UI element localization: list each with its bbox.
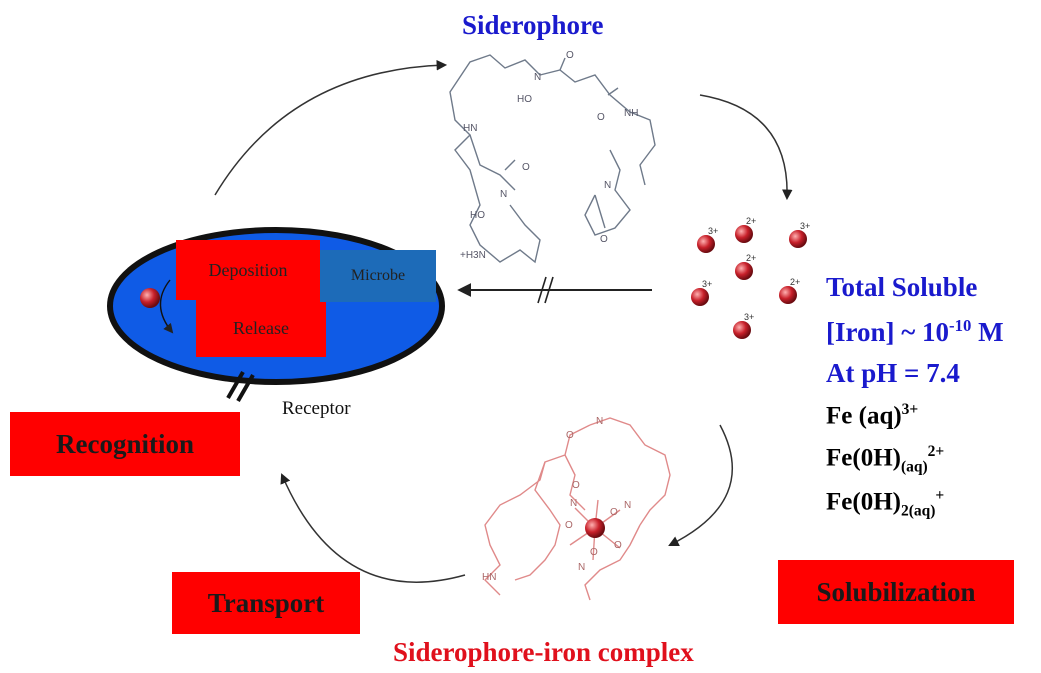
cell-cycle-arrow [159, 279, 174, 334]
cycle-arrow-top-right [699, 94, 793, 201]
iron-ion [735, 262, 753, 280]
recognition-text: Recognition [56, 428, 194, 459]
atom-label: O [600, 234, 608, 245]
atom-label: HO [517, 94, 532, 105]
species-3-charge: + [935, 487, 945, 504]
atom-label: O [566, 50, 574, 61]
info-species-1: Fe (aq)3+ [826, 401, 919, 430]
iron-ion [779, 286, 797, 304]
species-2-sub: (aq) [900, 458, 928, 476]
species-1-base: Fe (aq) [826, 402, 902, 430]
atom-label: HN [482, 572, 496, 583]
info-ph: At pH = 7.4 [826, 358, 960, 388]
cycle-arrow-bottom-left [280, 473, 466, 583]
microbe-label: Microbe [350, 267, 406, 284]
complex-atom-labels: N O N O O N O O HN N O [482, 416, 631, 583]
iron-conc-exponent: -10 [949, 316, 972, 335]
atom-label: O [610, 507, 618, 518]
species-1-charge: 3+ [901, 401, 919, 418]
atom-label: O [590, 547, 598, 558]
cycle-arrow-top-left [214, 60, 448, 196]
receptor-mark-1 [226, 371, 245, 399]
iron-conc-suffix: M [971, 317, 1004, 347]
atom-label: O [572, 480, 580, 491]
complex-title: Siderophore-iron complex [393, 637, 694, 667]
iron-charge-labels: 3+ 2+ 3+ 2+ 3+ 2+ 3+ [702, 216, 810, 322]
charge-label: 2+ [790, 277, 800, 287]
receptor-label: Receptor [282, 398, 351, 419]
microbe-box: Microbe [320, 250, 436, 302]
species-2-base: Fe(0H) [826, 444, 901, 472]
species-3-sub: 2(aq) [900, 502, 936, 520]
charge-label: 2+ [746, 253, 756, 263]
info-iron-concentration: [Iron] ~ 10-10 M [826, 316, 1004, 347]
atom-label: O [566, 430, 574, 441]
block-mark-1 [537, 276, 547, 304]
iron-ions [691, 225, 807, 339]
release-box: Release [196, 300, 326, 357]
charge-label: 3+ [702, 279, 712, 289]
iron-ion [735, 225, 753, 243]
transport-text: Transport [207, 587, 325, 618]
iron-ion [691, 288, 709, 306]
deposition-label: Deposition [208, 259, 288, 280]
iron-ion [789, 230, 807, 248]
atom-label: O [565, 520, 573, 531]
atom-label: NH [624, 108, 638, 119]
charge-label: 2+ [746, 216, 756, 226]
atom-label: N [578, 562, 585, 573]
atom-label: O [522, 162, 530, 173]
atom-label: N [500, 189, 507, 200]
solubilization-label: Solubilization [778, 560, 1014, 624]
deposition-box: Deposition [176, 240, 320, 300]
species-2-charge: 2+ [927, 443, 945, 460]
info-species-2: Fe(0H)(aq)2+ [826, 444, 944, 475]
solubilization-text: Solubilization [816, 576, 976, 607]
siderophore-atom-labels: N HO O HN O NH O N HO +H3N N O [460, 50, 638, 261]
species-3-base: Fe(0H) [826, 488, 901, 516]
atom-label: N [534, 72, 541, 83]
charge-label: 3+ [800, 221, 810, 231]
iron-conc-prefix: [Iron] ~ 10 [826, 317, 950, 347]
atom-label: HN [463, 123, 477, 134]
receptor-mark-2 [236, 374, 255, 402]
atom-label: O [597, 112, 605, 123]
cell-iron-ion [140, 288, 160, 308]
atom-label: N [570, 498, 577, 509]
release-label: Release [233, 318, 289, 338]
info-total-soluble: Total Soluble [826, 272, 978, 302]
iron-ion [697, 235, 715, 253]
siderophore-title: Siderophore [462, 10, 604, 40]
siderophore-molecule [449, 54, 656, 264]
complex-iron-ion [585, 518, 605, 538]
iron-ion [733, 321, 751, 339]
recognition-label: Recognition [10, 412, 240, 476]
atom-label: N [624, 500, 631, 511]
atom-label: +H3N [460, 250, 486, 261]
transport-label: Transport [172, 572, 360, 634]
block-mark-2 [544, 276, 554, 304]
atom-label: HO [470, 210, 485, 221]
cycle-arrow-bottom-right [668, 424, 734, 546]
charge-label: 3+ [744, 312, 754, 322]
atom-label: N [596, 416, 603, 427]
charge-label: 3+ [708, 226, 718, 236]
info-species-3: Fe(0H)2(aq)+ [826, 488, 944, 519]
atom-label: O [614, 540, 622, 551]
atom-label: N [604, 180, 611, 191]
